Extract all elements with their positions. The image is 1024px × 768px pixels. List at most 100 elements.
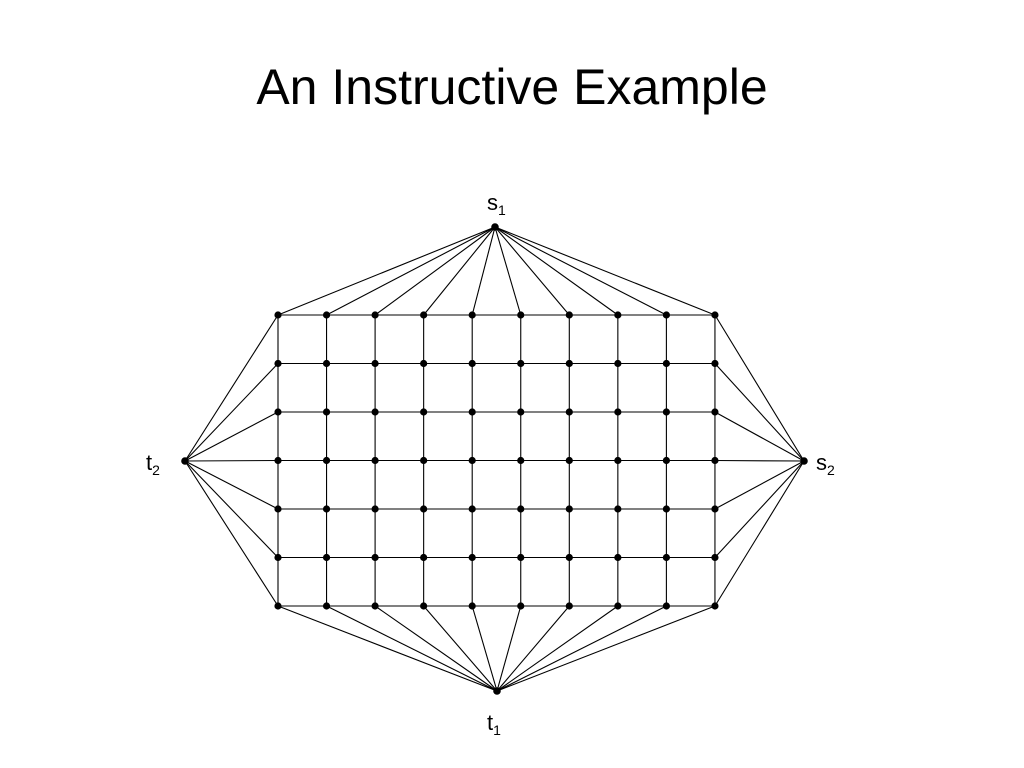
terminal-edge-t1 xyxy=(326,605,498,692)
terminal-edge-t2 xyxy=(184,411,279,462)
grid-node xyxy=(614,553,622,562)
terminal-edge-s1 xyxy=(494,226,619,316)
terminal-node-s2 xyxy=(800,457,808,465)
terminal-edge-s2 xyxy=(714,363,805,462)
grid-node xyxy=(517,311,525,319)
grid-node xyxy=(420,408,428,416)
grid-node xyxy=(274,408,282,416)
terminal-edge-s1 xyxy=(326,226,496,316)
terminal-edge-s1 xyxy=(471,226,496,316)
terminal-edge-s1 xyxy=(374,226,496,316)
grid-node xyxy=(565,602,573,610)
grid-node xyxy=(517,408,525,416)
grid-node xyxy=(322,553,331,562)
grid-node xyxy=(517,359,525,368)
grid-node xyxy=(662,505,671,513)
terminal-edge-t2 xyxy=(184,459,279,462)
grid-node xyxy=(322,602,331,610)
grid-node xyxy=(468,602,476,610)
terminal-edge-s2 xyxy=(714,459,805,462)
grid-node xyxy=(371,359,379,368)
grid-node xyxy=(517,456,525,465)
grid-node xyxy=(468,553,476,562)
grid-node xyxy=(711,359,719,368)
terminal-edge-s1 xyxy=(494,226,570,316)
grid-node xyxy=(565,408,573,416)
terminal-edge-t1 xyxy=(496,605,522,692)
grid-node xyxy=(468,359,476,368)
grid-node xyxy=(420,311,428,319)
terminal-edge-t1 xyxy=(374,605,498,692)
grid-node xyxy=(614,602,622,610)
terminal-label-s1: s1 xyxy=(487,190,506,218)
grid-node xyxy=(614,408,622,416)
grid-node xyxy=(565,311,573,319)
grid-node xyxy=(468,408,476,416)
grid-node xyxy=(274,456,282,465)
terminal-edge-t2 xyxy=(184,460,279,607)
grid-node xyxy=(420,553,428,562)
terminal-edge-t1 xyxy=(496,605,716,692)
terminal-edge-s1 xyxy=(494,226,522,316)
grid-node xyxy=(274,359,282,368)
terminal-edge-t1 xyxy=(277,605,498,692)
terminal-edge-s1 xyxy=(277,226,496,316)
grid-node xyxy=(711,505,719,513)
grid-node xyxy=(711,456,719,465)
grid-node xyxy=(711,602,719,610)
grid-node xyxy=(322,456,331,465)
grid-node xyxy=(565,505,573,513)
grid-node xyxy=(614,359,622,368)
terminal-label-t2: t2 xyxy=(146,450,160,478)
grid-node xyxy=(468,456,476,465)
grid-node xyxy=(662,602,671,610)
grid-node xyxy=(662,408,671,416)
grid-node xyxy=(565,359,573,368)
grid-node xyxy=(420,456,428,465)
terminal-edge-s2 xyxy=(714,460,805,510)
grid-node xyxy=(274,553,282,562)
grid-node xyxy=(614,505,622,513)
terminal-edge-t1 xyxy=(496,605,570,692)
terminal-edge-t1 xyxy=(471,605,498,692)
grid-node xyxy=(420,505,428,513)
terminal-edge-t1 xyxy=(496,605,619,692)
grid-node xyxy=(711,553,719,562)
terminal-edge-s1 xyxy=(494,226,667,316)
grid-node xyxy=(614,456,622,465)
grid-node xyxy=(662,359,671,368)
grid-node xyxy=(274,602,282,610)
terminal-label-s2: s2 xyxy=(816,450,835,478)
grid-node xyxy=(371,553,379,562)
graph-nodes xyxy=(181,223,808,695)
grid-node xyxy=(322,311,331,319)
grid-node xyxy=(322,359,331,368)
terminal-edge-t2 xyxy=(184,363,279,462)
grid-node xyxy=(371,505,379,513)
terminal-edge-t2 xyxy=(184,314,279,462)
terminal-edge-s1 xyxy=(423,226,496,316)
grid-node xyxy=(322,505,331,513)
terminal-node-t2 xyxy=(181,457,189,465)
terminal-edge-s2 xyxy=(714,460,805,607)
terminal-edge-t2 xyxy=(184,460,279,510)
terminal-node-s1 xyxy=(491,223,499,231)
grid-node xyxy=(565,456,573,465)
grid-node xyxy=(565,553,573,562)
grid-node xyxy=(614,311,622,319)
grid-node xyxy=(517,505,525,513)
grid-node xyxy=(662,311,671,319)
grid-node xyxy=(371,456,379,465)
grid-node xyxy=(371,602,379,610)
grid-node xyxy=(468,311,476,319)
terminal-edge-t1 xyxy=(496,605,667,692)
grid-node xyxy=(468,505,476,513)
grid-node xyxy=(662,553,671,562)
grid-node xyxy=(662,456,671,465)
grid-node xyxy=(274,311,282,319)
grid-node xyxy=(371,311,379,319)
grid-node xyxy=(517,602,525,610)
terminal-edge-t2 xyxy=(184,460,279,558)
